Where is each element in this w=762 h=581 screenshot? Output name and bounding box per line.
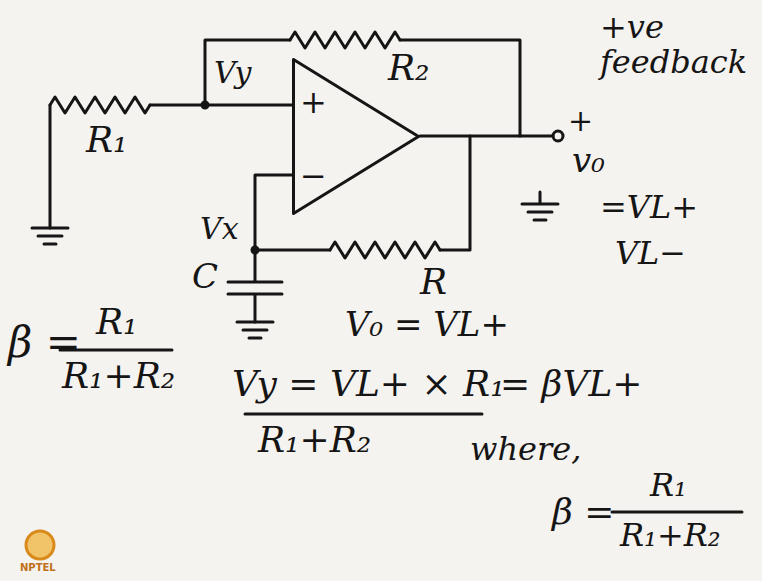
capacitor-symbol [228, 250, 282, 322]
input-sign: + [300, 86, 327, 118]
handwritten-label: C [192, 258, 218, 295]
ground-symbol [237, 322, 273, 338]
handwritten-label: Vy = VL+ × R₁ [232, 364, 505, 404]
handwritten-label: v₀ [572, 142, 605, 179]
ground-symbol [522, 192, 558, 220]
resistor-symbol [50, 97, 150, 113]
fraction-bar [245, 413, 482, 416]
handwritten-label: R₁+R₂ [62, 356, 175, 396]
handwritten-label: R₁ [96, 302, 138, 342]
wire [49, 105, 52, 228]
handwritten-label: β = [552, 492, 614, 532]
handwritten-label: where, [470, 432, 581, 467]
wire [205, 40, 290, 105]
output-terminal [553, 131, 563, 141]
logo-mark [26, 531, 54, 559]
handwritten-label: R₁ [650, 468, 687, 503]
input-sign: − [300, 160, 327, 192]
junction-dot [202, 102, 208, 108]
handwritten-label: =VL+ [600, 190, 698, 225]
handwritten-label: + [568, 104, 593, 137]
handwritten-label: R₁+R₂ [258, 420, 371, 460]
wire [440, 136, 470, 250]
resistor-symbol [330, 242, 440, 258]
handwritten-label: Vy [214, 56, 251, 89]
wire [150, 104, 292, 107]
handwritten-label: NPTEL [20, 562, 56, 573]
handwritten-label: Vx [200, 212, 239, 245]
wire [420, 135, 553, 138]
fraction-bar [612, 511, 742, 514]
handwritten-label: = βVL+ [500, 364, 643, 404]
handwritten-label: V₀ = VL+ [345, 306, 509, 343]
handwritten-label: R₁+R₂ [620, 518, 721, 553]
handwritten-label: R₁ [86, 120, 128, 160]
handwritten-label: VL− [615, 236, 686, 271]
handwritten-label: +ve feedback [600, 10, 750, 80]
ground-symbol [32, 228, 68, 244]
handwritten-label: R₂ [388, 48, 430, 88]
resistor-symbol [290, 32, 400, 48]
handwritten-label: R [420, 262, 447, 302]
